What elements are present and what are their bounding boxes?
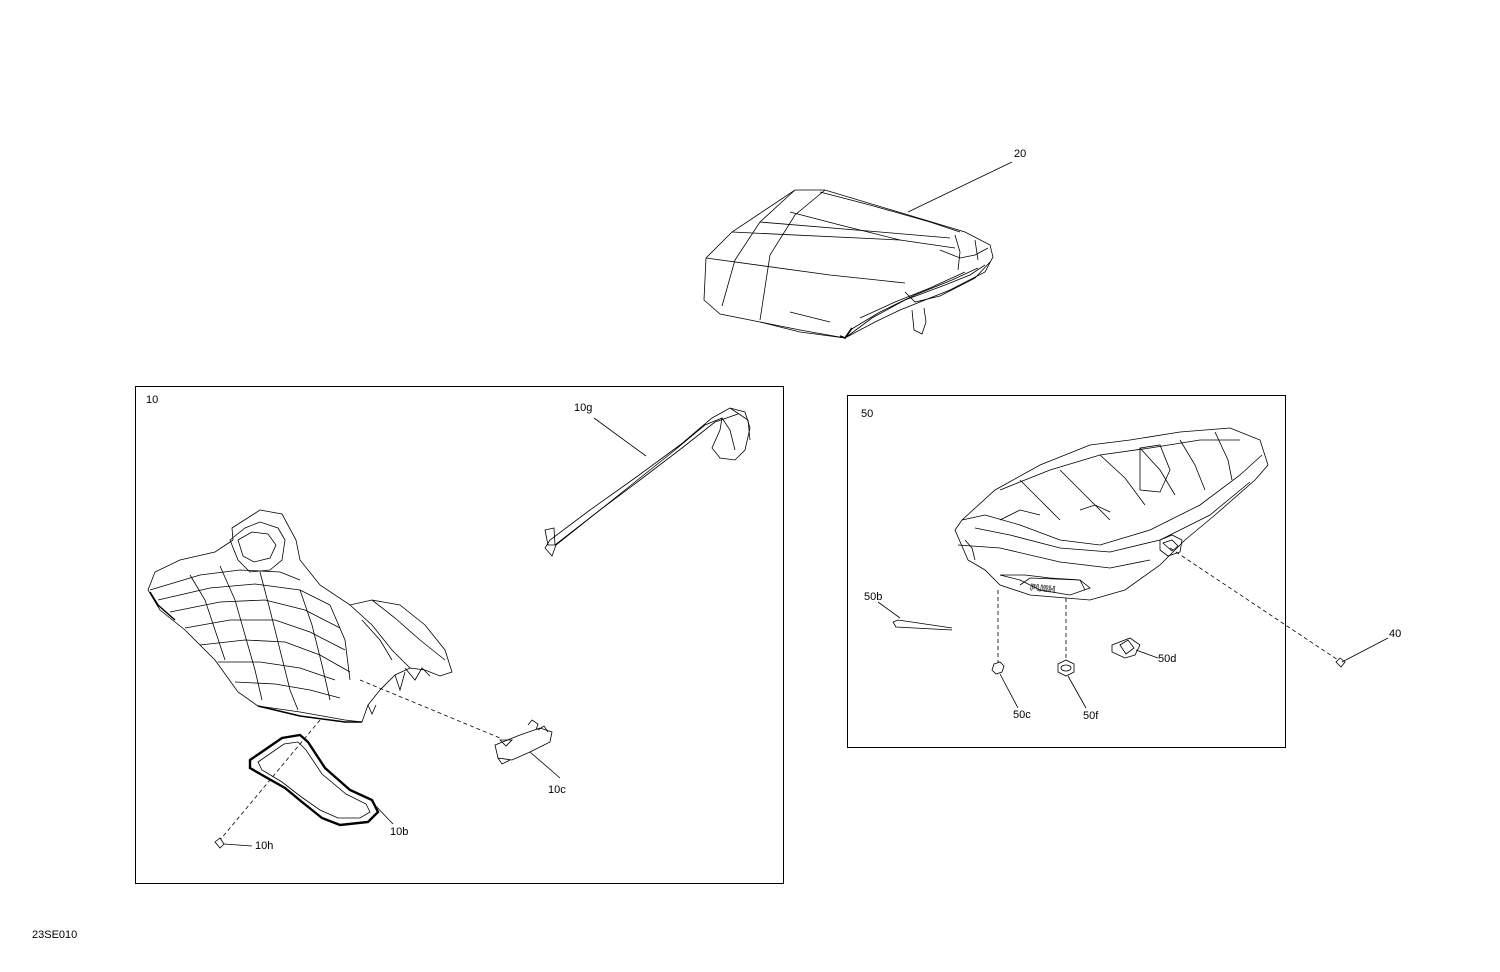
screw-10h-illustration <box>214 837 253 849</box>
clip-illustration <box>1111 637 1159 659</box>
leader-50c <box>999 673 1019 709</box>
callout-50f: 50f <box>1083 710 1099 722</box>
callout-10g: 10g <box>574 402 593 414</box>
callout-10h: 10h <box>255 840 274 852</box>
nut-illustration <box>991 661 1019 709</box>
push-rivet-illustration <box>1057 659 1087 709</box>
callout-10b: 10b <box>390 826 409 838</box>
storage-bin-illustration <box>954 427 1339 665</box>
leader-10c <box>529 751 561 779</box>
leader-40-dashed <box>1169 547 1339 661</box>
callout-10c: 10c <box>548 784 566 796</box>
latch-illustration <box>494 719 561 779</box>
bin-embossing-text: PUSH <box>1030 582 1056 595</box>
callout-50b: 50b <box>864 591 883 603</box>
leader-50b <box>877 601 901 619</box>
pin-illustration <box>877 601 953 631</box>
strap-illustration <box>544 407 751 557</box>
leader-50f <box>1067 675 1087 709</box>
callout-10: 10 <box>146 394 159 406</box>
leader-20 <box>907 161 1013 213</box>
leader-50d <box>1135 649 1159 659</box>
callout-20: 20 <box>1014 148 1027 160</box>
callout-50c: 50c <box>1013 709 1031 721</box>
callout-50: 50 <box>861 408 874 420</box>
drawing-id: 23SE010 <box>32 929 78 941</box>
leader-10g <box>593 417 647 457</box>
screw-40-illustration <box>1335 637 1389 668</box>
callout-50d: 50d <box>1158 653 1177 665</box>
group-50-frame <box>847 395 1286 748</box>
seal-illustration <box>248 733 394 827</box>
callout-40: 40 <box>1389 628 1402 640</box>
group-10-frame <box>135 386 784 884</box>
leader-40 <box>1341 637 1389 663</box>
leader-10b <box>371 801 394 825</box>
seat-base-illustration <box>147 509 501 841</box>
leader-10c-dashed <box>359 679 501 739</box>
seat-cover-illustration <box>703 161 1013 339</box>
